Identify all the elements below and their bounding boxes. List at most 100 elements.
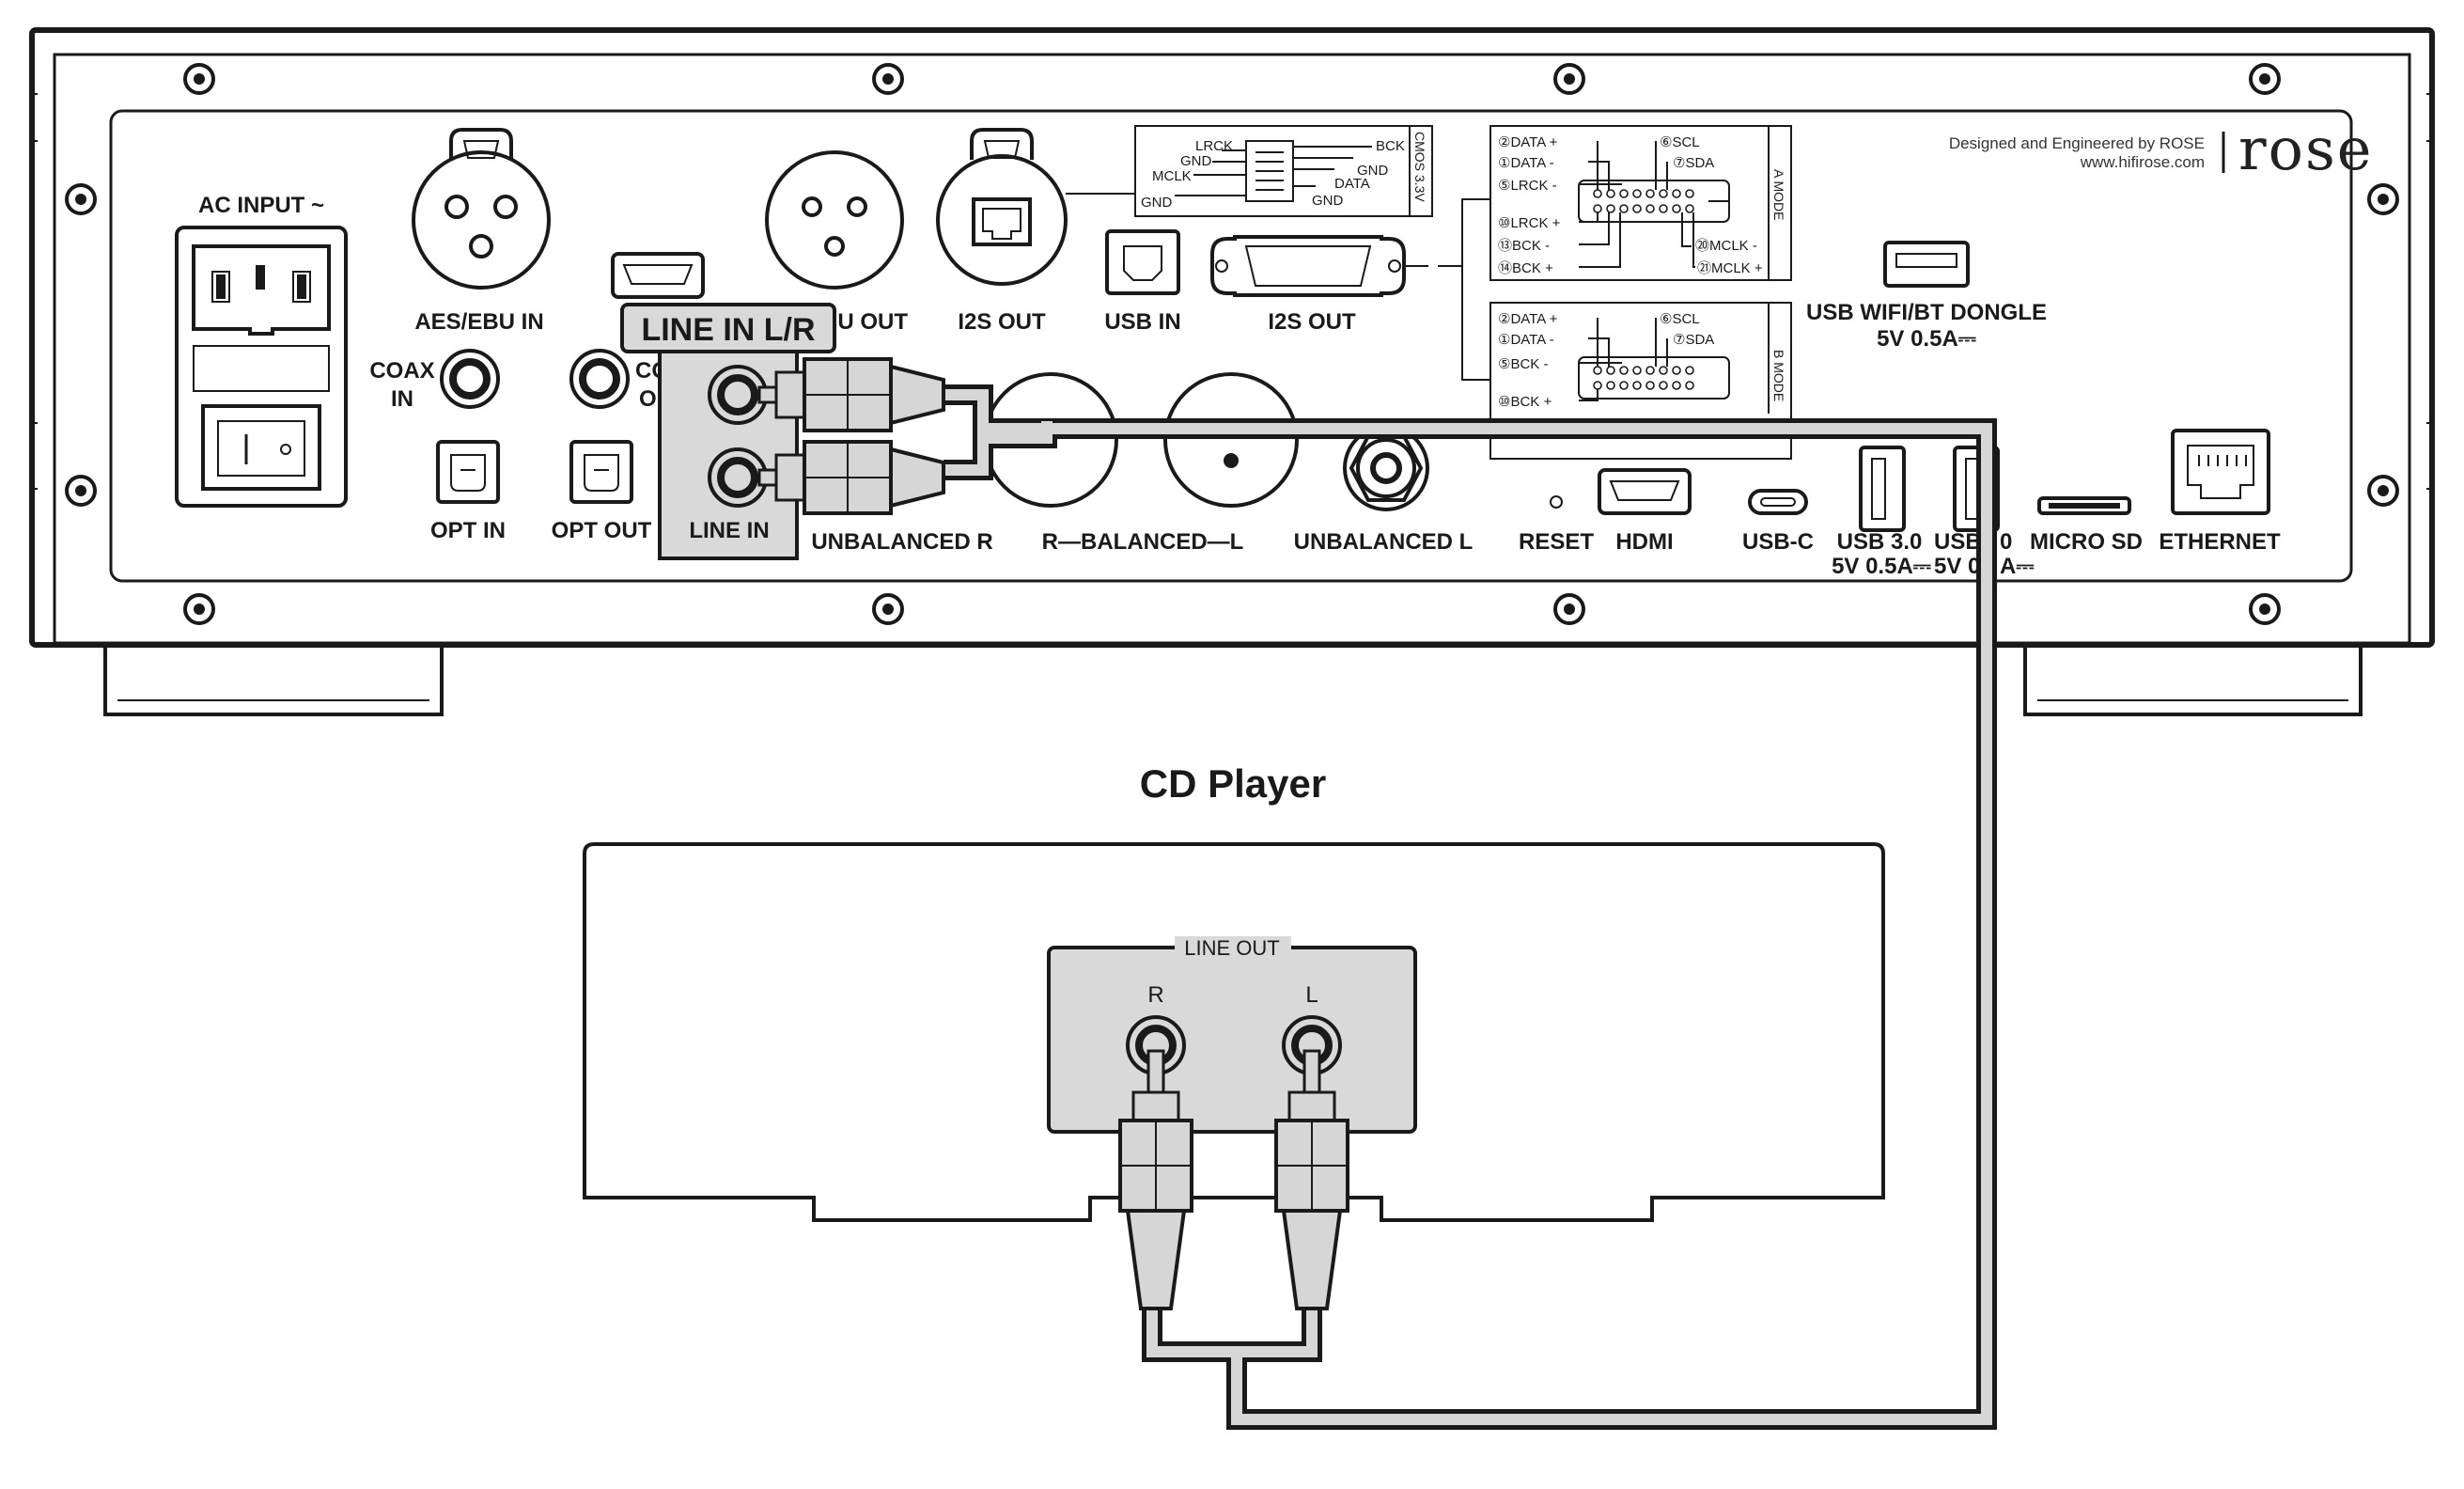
cmos-pinout-panel: CMOS 3.3V LRCK GND MCLK GND BCK GND DATA… [1134, 125, 1433, 217]
hdmi-port-top [611, 252, 705, 299]
label-usb30-2-line2a: 5V 0 [1934, 554, 1980, 579]
svg-text:⑦SDA: ⑦SDA [1673, 332, 1714, 348]
b-mode-pinout-panel: B MODE ②DATA + ①DATA - ⑤BCK - ⑩BCK + ⑥SC… [1489, 302, 1792, 460]
svg-text:GND: GND [1312, 193, 1344, 209]
streamer-rear-panel: AC INPUT ~ AES/EBU IN COAX IN CO [29, 27, 2435, 716]
label-ethernet: ETHERNET [2159, 529, 2281, 555]
i2s-out-dsub-port [1210, 235, 1428, 297]
coax-in-jack [440, 349, 500, 409]
label-line-in: LINE IN [689, 518, 769, 543]
svg-text:BCK: BCK [1376, 138, 1405, 154]
usb-wifi-dongle-port [1883, 241, 1970, 288]
cd-player-title: CD Player [1140, 761, 1326, 806]
label-usb-in: USB IN [1104, 309, 1180, 335]
callout-label: LINE IN L/R [641, 312, 815, 348]
unbalanced-l-jack [1343, 425, 1429, 511]
svg-text:⑳MCLK -: ⑳MCLK - [1695, 238, 1757, 254]
label-coax-in-1: COAX [369, 358, 434, 384]
micro-sd-slot [2037, 496, 2131, 515]
label-reset: RESET [1519, 529, 1594, 555]
svg-text:⑦SDA: ⑦SDA [1673, 155, 1714, 171]
aes-ebu-in-jack [412, 128, 551, 290]
ac-input-socket [175, 226, 348, 508]
label-usb30-2-line1b: 0 [2000, 529, 2012, 555]
line-in-callout: LINE IN L/R [620, 303, 836, 353]
rca-plug-l [1274, 1049, 1349, 1310]
ethernet-port [2171, 429, 2270, 515]
a-mode-title: A MODE [1771, 169, 1786, 220]
svg-text:㉑MCLK +: ㉑MCLK + [1697, 260, 1763, 276]
a-mode-pinout-panel: A MODE ②DATA + ①DATA - ⑤LRCK - ⑩LRCK + ⑬… [1489, 125, 1792, 281]
svg-text:②DATA +: ②DATA + [1498, 311, 1558, 327]
optical-out-port [569, 440, 633, 504]
label-aes-ebu-in: AES/EBU IN [414, 309, 543, 335]
line-out-r-label: R [1147, 982, 1163, 1008]
cable-run-fill [943, 389, 1992, 1425]
label-micro-sd: MICRO SD [2030, 529, 2143, 555]
svg-text:DATA: DATA [1334, 176, 1370, 192]
line-out-l-label: L [1305, 982, 1318, 1008]
line-out-panel: LINE OUT R L [1047, 936, 1417, 1134]
usb30-port-1 [1859, 446, 1906, 532]
label-usb-wifi-2: 5V 0.5A⎓ [1877, 326, 1976, 352]
label-coax-out-2: O [639, 386, 657, 412]
svg-text:⑥SCL: ⑥SCL [1660, 134, 1700, 150]
label-ac-input: AC INPUT ~ [198, 193, 324, 218]
rca-plug-lower [757, 440, 945, 515]
power-switch[interactable] [201, 404, 321, 491]
brand-line-1: Designed and Engineered by ROSE [1949, 134, 2205, 152]
i2s-out-rj45-jack [936, 128, 1068, 286]
reset-button[interactable] [1550, 495, 1563, 509]
label-unbalanced-l: UNBALANCED L [1294, 529, 1474, 555]
label-coax-in-2: IN [391, 386, 413, 412]
svg-text:⑩BCK +: ⑩BCK + [1498, 394, 1552, 410]
label-unbalanced-r: UNBALANCED R [811, 529, 992, 555]
label-usb-wifi-1: USB WIFI/BT DONGLE [1806, 300, 2047, 325]
svg-text:⑩LRCK +: ⑩LRCK + [1498, 215, 1561, 231]
cmos-title: CMOS 3.3V [1412, 132, 1427, 202]
right-foot [2023, 644, 2363, 716]
label-usb30-2-line2b: A⎓ [2000, 554, 2034, 579]
b-mode-title: B MODE [1771, 350, 1786, 401]
rca-plug-r [1118, 1049, 1193, 1310]
label-usb30-1-line2: 5V 0.5A⎓ [1832, 554, 1931, 579]
svg-text:GND: GND [1180, 153, 1212, 169]
svg-text:⑭BCK +: ⑭BCK + [1498, 260, 1553, 276]
coax-out-jack [569, 349, 630, 409]
balanced-l-jack [1163, 372, 1299, 508]
line-out-label: LINE OUT [1184, 936, 1279, 960]
svg-text:⑤BCK -: ⑤BCK - [1498, 356, 1548, 372]
label-hdmi: HDMI [1615, 529, 1673, 555]
hdmi-port [1598, 468, 1692, 515]
svg-text:①DATA -: ①DATA - [1498, 155, 1554, 171]
rca-plug-upper [757, 357, 945, 432]
usb-in-port [1105, 229, 1180, 295]
label-i2s-out-xlr: I2S OUT [958, 309, 1046, 335]
label-opt-out: OPT OUT [552, 518, 652, 543]
svg-text:GND: GND [1357, 163, 1389, 179]
back-panel-plate [109, 109, 2353, 583]
label-usb-c: USB-C [1742, 529, 1814, 555]
svg-text:LRCK: LRCK [1195, 138, 1233, 154]
label-usb30-1-line1: USB 3.0 [1837, 529, 1923, 555]
svg-text:MCLK: MCLK [1152, 168, 1192, 184]
svg-text:⑤LRCK -: ⑤LRCK - [1498, 178, 1557, 194]
label-balanced: R—BALANCED—L [1042, 529, 1244, 555]
label-usb30-2-line1a: USB [1934, 529, 1982, 555]
svg-text:⑬BCK -: ⑬BCK - [1498, 238, 1550, 254]
brand-line-2: www.hifirose.com [2080, 153, 2205, 171]
left-foot [103, 644, 444, 716]
usb-c-port [1748, 489, 1808, 515]
label-i2s-out-dsub: I2S OUT [1268, 309, 1356, 335]
label-opt-in: OPT IN [430, 518, 506, 543]
rca-cable [757, 357, 1997, 1430]
svg-text:⑥SCL: ⑥SCL [1660, 311, 1700, 327]
chassis-inner [53, 53, 2411, 645]
svg-text:①DATA -: ①DATA - [1498, 332, 1554, 348]
optical-in-port [436, 440, 500, 504]
svg-text:②DATA +: ②DATA + [1498, 134, 1558, 150]
rose-logo: rose [2238, 115, 2373, 183]
screw-icons [65, 63, 2399, 625]
svg-text:GND: GND [1141, 195, 1173, 211]
